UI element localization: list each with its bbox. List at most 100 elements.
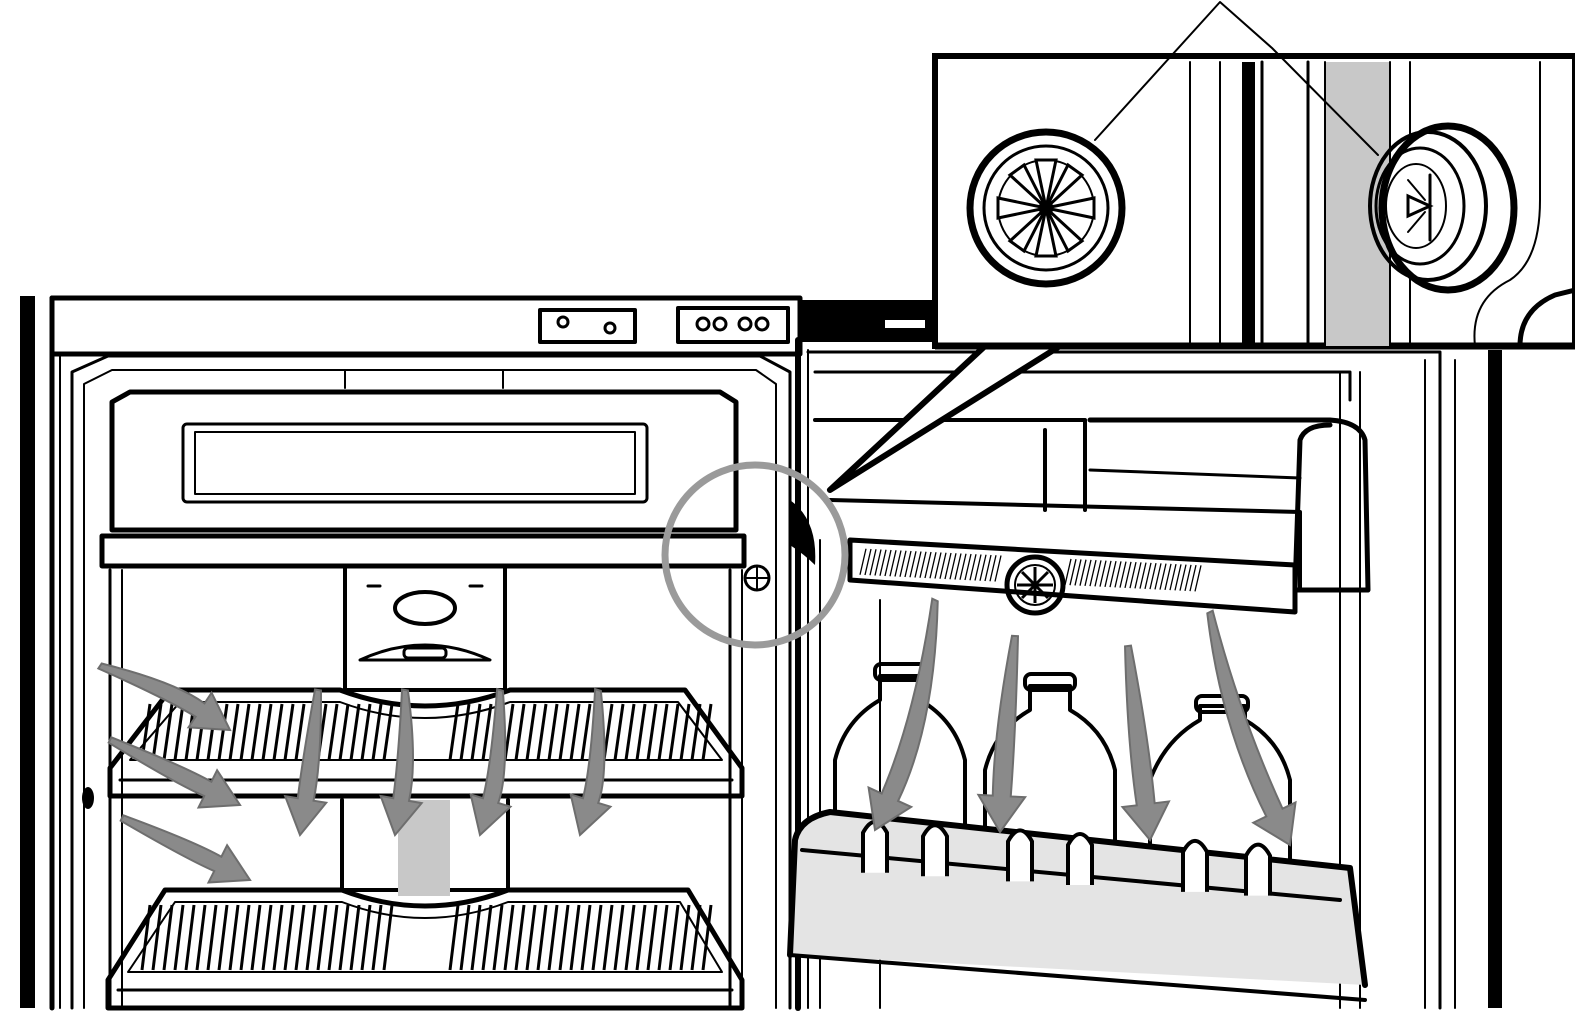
vent-slit xyxy=(1140,563,1146,589)
grill-slat xyxy=(175,704,183,760)
grill-slat xyxy=(164,905,172,970)
airflow-arrow-icon xyxy=(1122,646,1168,840)
vent-slit xyxy=(895,551,901,577)
vent-slit xyxy=(1075,559,1081,585)
vent-slit xyxy=(1065,559,1071,585)
vent-slit xyxy=(1080,560,1086,586)
airflow-arrow-icon xyxy=(869,599,938,830)
vent-slit xyxy=(1135,562,1141,588)
shelf-grill-upper xyxy=(142,704,711,760)
grill-slat xyxy=(175,905,183,970)
top-control-panel xyxy=(540,308,788,342)
grill-slat xyxy=(274,704,282,760)
vent-slit xyxy=(980,555,986,581)
vent-slit xyxy=(1070,559,1076,585)
vent-slit xyxy=(875,550,881,576)
grill-slat xyxy=(527,704,535,760)
grill-slat xyxy=(186,905,194,970)
airflow-arrow-icon xyxy=(978,636,1025,832)
grill-slat xyxy=(538,905,546,970)
grill-slat xyxy=(670,704,678,760)
grill-slat xyxy=(450,704,458,760)
shelf-grill-lower xyxy=(142,905,711,970)
door-vent-fan xyxy=(1007,557,1063,613)
vent-slit xyxy=(1085,560,1091,586)
vent-slit xyxy=(1130,562,1136,588)
grill-slat xyxy=(153,905,161,970)
vent-slit xyxy=(1150,563,1156,589)
airflow-arrow-icon xyxy=(121,815,250,882)
grill-slat xyxy=(285,704,293,760)
grill-slat xyxy=(582,905,590,970)
vent-slit xyxy=(960,554,966,580)
vent-slit xyxy=(910,551,916,577)
grill-slat xyxy=(274,905,282,970)
grill-slat xyxy=(263,905,271,970)
bin-divider xyxy=(1183,841,1207,892)
grill-slat xyxy=(164,704,172,760)
vent-callout-circle xyxy=(665,465,845,645)
vent-slit xyxy=(935,552,941,578)
vent-slit xyxy=(1100,561,1106,587)
grill-slat xyxy=(560,704,568,760)
grill-slat xyxy=(516,905,524,970)
grill-slat xyxy=(505,704,513,760)
grill-slat xyxy=(296,704,304,760)
grill-slat xyxy=(230,704,238,760)
grill-slat xyxy=(626,905,634,970)
grill-slat xyxy=(494,905,502,970)
grill-slat xyxy=(648,704,656,760)
grill-slat xyxy=(296,905,304,970)
grill-slat xyxy=(516,704,524,760)
grill-slat xyxy=(329,905,337,970)
grill-slat xyxy=(241,704,249,760)
vent-slit xyxy=(920,552,926,578)
grill-slat xyxy=(252,704,260,760)
grill-slat xyxy=(692,704,700,760)
grill-slat xyxy=(549,704,557,760)
grill-slat xyxy=(604,905,612,970)
grill-slat xyxy=(659,905,667,970)
grill-slat xyxy=(219,905,227,970)
grill-slat xyxy=(362,704,370,760)
vent-slit xyxy=(890,550,896,576)
grill-slat xyxy=(241,905,249,970)
grill-slat xyxy=(582,704,590,760)
grill-slat xyxy=(307,905,315,970)
vent-slit xyxy=(930,552,936,578)
vent-slit xyxy=(1090,560,1096,586)
grill-slat xyxy=(483,704,491,760)
grill-slat xyxy=(208,905,216,970)
upper-compartment xyxy=(102,370,744,566)
glass-shelf-lower xyxy=(108,890,742,1008)
bin-divider xyxy=(1246,845,1270,896)
grill-slat xyxy=(483,905,491,970)
grill-slat xyxy=(648,905,656,970)
vent-slit xyxy=(870,549,876,575)
grill-slat xyxy=(637,905,645,970)
vent-slit xyxy=(975,554,981,580)
vent-slit xyxy=(905,551,911,577)
airflow-arrow-icon xyxy=(1207,611,1295,845)
vent-slit xyxy=(915,552,921,578)
vent-slit xyxy=(1185,565,1191,591)
grill-slat xyxy=(362,905,370,970)
vent-detail-inset xyxy=(830,2,1575,490)
grill-slat xyxy=(351,704,359,760)
grill-slat xyxy=(197,905,205,970)
vent-slit xyxy=(1175,564,1181,590)
door-dairy-compartment xyxy=(815,372,1368,613)
grill-slat xyxy=(670,905,678,970)
grill-slat xyxy=(384,704,392,760)
side-vent-detail xyxy=(1370,126,1514,290)
grill-slat xyxy=(637,704,645,760)
vent-slit xyxy=(900,551,906,577)
grill-slat xyxy=(505,905,513,970)
grill-slat xyxy=(329,704,337,760)
grill-slat xyxy=(472,905,480,970)
grill-slat xyxy=(681,905,689,970)
grill-slat xyxy=(527,905,535,970)
grill-slat xyxy=(461,704,469,760)
vent-slit xyxy=(880,550,886,576)
